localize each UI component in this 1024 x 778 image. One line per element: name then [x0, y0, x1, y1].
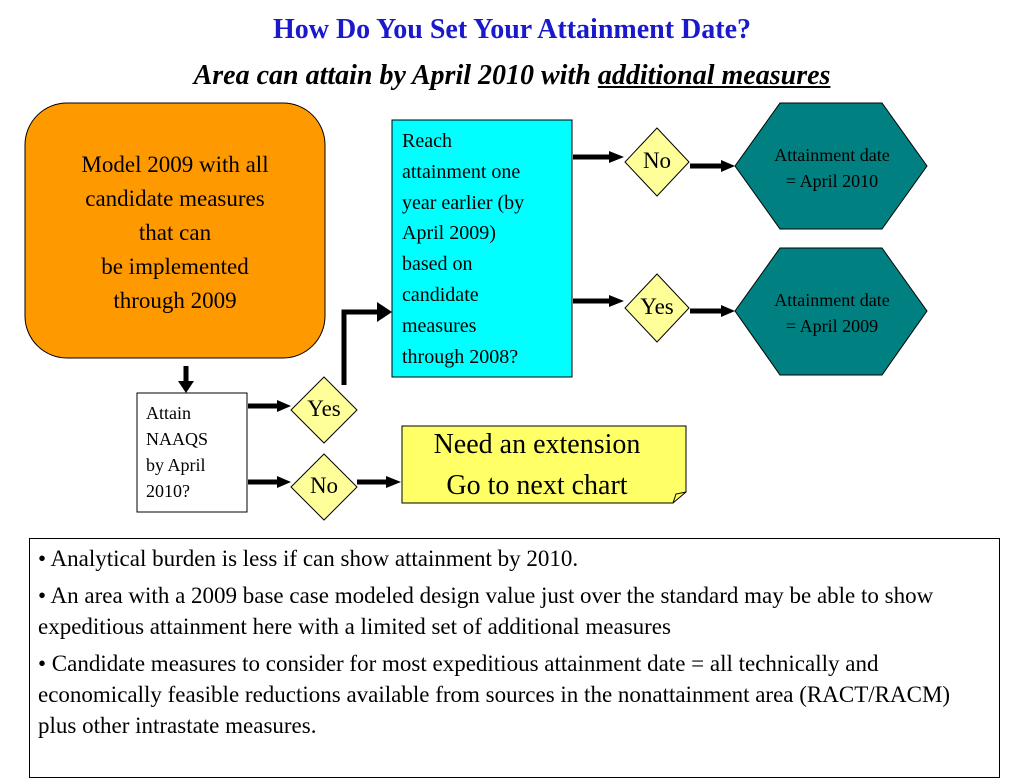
- reach-line: through 2008?: [402, 345, 519, 368]
- note-item: • Analytical burden is less if can show …: [38, 546, 579, 571]
- reach-line: based on: [402, 253, 473, 276]
- outcome-hexagon-top: [734, 102, 928, 230]
- reach-box-text: Reach attainment one year earlier (by Ap…: [402, 126, 570, 372]
- arrowhead: [377, 302, 392, 322]
- decision-diamond-upper-no: [624, 127, 690, 197]
- reach-line: candidate: [402, 283, 479, 306]
- subtitle-prefix: Area can attain by April 2010 with: [193, 60, 598, 91]
- reach-line: attainment one: [402, 160, 521, 183]
- decision-label-lower-yes: Yes: [307, 396, 341, 421]
- outcome-top-line: = April 2010: [785, 171, 879, 191]
- decision-label-lower-no: No: [309, 473, 339, 498]
- model-line: be implemented: [101, 254, 249, 279]
- note-item: • Candidate measures to consider for mos…: [38, 651, 951, 738]
- reach-line: Reach: [402, 130, 452, 152]
- model-box: [24, 102, 326, 359]
- arrowhead: [386, 476, 401, 488]
- decision-diamond-lower-no: [290, 453, 358, 521]
- reach-line: year earlier (by: [402, 191, 525, 214]
- arrow-yes-to-reach: [341, 309, 378, 385]
- attain-line: 2010?: [146, 481, 190, 501]
- outcome-hexagon-bottom: [734, 247, 928, 376]
- model-line: that can: [138, 220, 212, 245]
- outcome-bottom-text: Attainment date = April 2009: [742, 287, 922, 339]
- page-title: How Do You Set Your Attainment Date?: [272, 14, 752, 45]
- decision-diamond-lower-yes: [290, 376, 358, 444]
- extension-line: Go to next chart: [446, 470, 628, 501]
- arrowhead: [178, 381, 194, 393]
- arrowhead: [609, 295, 624, 307]
- attain-line: Attain: [146, 403, 191, 423]
- page-subtitle: Area can attain by April 2010 with addit…: [0, 60, 1024, 92]
- attain-line: by April: [146, 455, 206, 475]
- attain-box-text: Attain NAAQS by April 2010?: [146, 400, 246, 504]
- model-line: Model 2009 with all: [81, 152, 269, 177]
- reach-line: measures: [402, 314, 477, 337]
- extension-line: Need an extension: [433, 429, 641, 460]
- model-box-text: Model 2009 with all candidate measures t…: [30, 148, 320, 318]
- arrowhead: [721, 305, 735, 317]
- extension-fold: [672, 491, 687, 504]
- outcome-top-text: Attainment date = April 2010: [742, 142, 922, 194]
- reach-line: April 2009): [402, 222, 496, 245]
- arrowhead: [609, 151, 624, 163]
- outcome-top-line: Attainment date: [774, 145, 890, 165]
- outcome-bottom-line: Attainment date: [774, 290, 890, 310]
- decision-diamond-upper-yes: [624, 273, 690, 343]
- extension-text: Need an extension Go to next chart: [402, 424, 672, 506]
- notes-box: • Analytical burden is less if can show …: [29, 538, 1000, 778]
- arrowhead: [277, 476, 291, 488]
- model-line: through 2009: [113, 288, 237, 313]
- attain-box: [136, 392, 248, 513]
- reach-box: [391, 119, 573, 378]
- outcome-bottom-line: = April 2009: [785, 316, 879, 336]
- decision-label-upper-no: No: [642, 148, 672, 173]
- decision-label-upper-yes: Yes: [640, 294, 674, 319]
- subtitle-emphasis: additional measures: [597, 60, 831, 91]
- flowchart: [24, 102, 928, 521]
- extension-box: [401, 425, 687, 504]
- arrowhead: [277, 400, 291, 412]
- note-item: • An area with a 2009 base case modeled …: [38, 583, 934, 639]
- attain-line: NAAQS: [146, 429, 209, 449]
- arrowhead: [721, 160, 735, 172]
- model-line: candidate measures: [85, 186, 265, 211]
